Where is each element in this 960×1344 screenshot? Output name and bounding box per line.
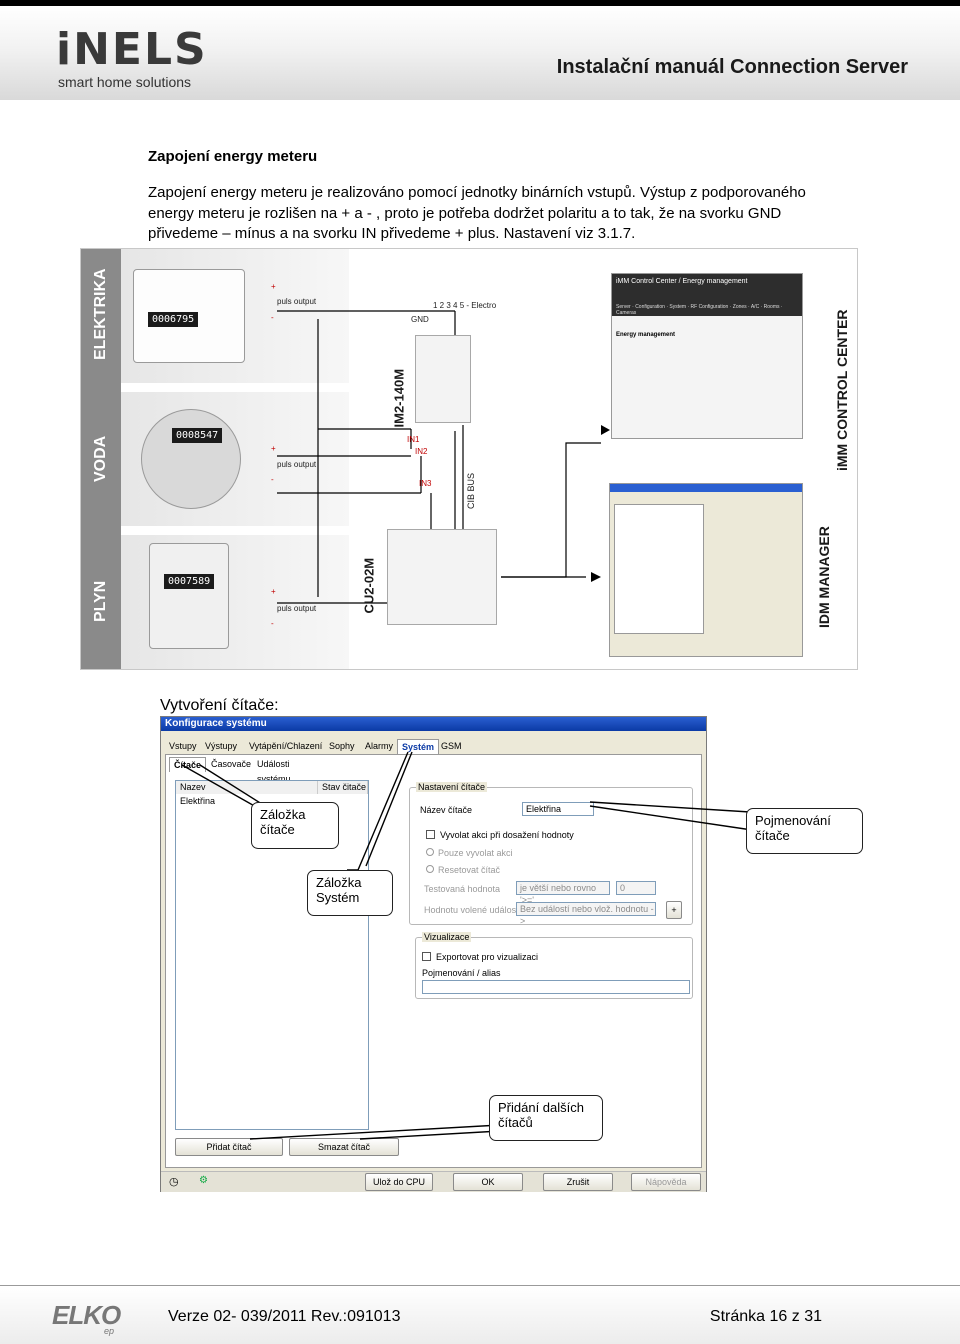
page-header: iNELS smart home solutions Instalační ma… bbox=[0, 0, 960, 100]
new-value-label: Hodnotu volené událost bbox=[424, 905, 519, 915]
im2-140m-module bbox=[415, 335, 471, 423]
action-checkbox[interactable] bbox=[426, 830, 435, 839]
wiring-diagram: ELEKTRIKA VODA PLYN 0006795 0008547 0007… bbox=[80, 248, 858, 670]
counter-name-input[interactable]: Elektřina bbox=[522, 802, 594, 816]
save-to-cpu-button[interactable]: Ulož do CPU bbox=[365, 1173, 433, 1191]
energy-management-heading: Energy management bbox=[616, 332, 676, 338]
water-meter: 0008547 bbox=[141, 409, 241, 509]
export-checkbox[interactable] bbox=[422, 952, 431, 961]
document-title: Instalační manuál Connection Server bbox=[556, 56, 908, 78]
delete-counter-button[interactable]: Smazat čítač bbox=[289, 1138, 399, 1156]
test-value-label: Testovaná hodnota bbox=[424, 884, 501, 894]
figure-caption: Vytvoření čítače: bbox=[160, 697, 279, 714]
tab-vystupy[interactable]: Výstupy bbox=[205, 741, 238, 751]
callout-tab-system: Záložka Systém bbox=[307, 870, 393, 916]
imm-screen-menu: Server · Configuration · System · RF Con… bbox=[616, 304, 783, 316]
key-icon[interactable]: ⚙ bbox=[199, 1175, 208, 1186]
alias-input[interactable] bbox=[422, 980, 690, 994]
tab-vytapeni[interactable]: Vytápění/Chlazení bbox=[249, 741, 323, 751]
visualization-group: Vizualizace Exportovat pro vizualizaci P… bbox=[415, 932, 693, 999]
system-config-dialog: Konfigurace systému Vstupy Výstupy Vytáp… bbox=[160, 716, 707, 1192]
minus-label-2: - bbox=[271, 475, 274, 484]
add-counter-button[interactable]: Přidat čítač bbox=[175, 1138, 283, 1156]
counter-settings-title: Nastavení čítače bbox=[416, 782, 488, 792]
minus-label-3: - bbox=[271, 619, 274, 628]
name-label: Název čítače bbox=[420, 805, 473, 815]
export-checkbox-label: Exportovat pro vizualizaci bbox=[436, 952, 539, 962]
category-sidebar bbox=[81, 249, 121, 669]
imm-screen-title: iMM Control Center / Energy management bbox=[616, 278, 748, 285]
terminal-label: 1 2 3 4 5 - Electro bbox=[433, 301, 497, 310]
logo-subtitle: smart home solutions bbox=[58, 74, 192, 90]
minus-label-1: - bbox=[271, 313, 274, 322]
callout-tab-counters: Záložka čítače bbox=[251, 802, 339, 849]
cu2-02m-module bbox=[387, 529, 497, 625]
radio-reset-label: Resetovat čítač bbox=[438, 865, 501, 875]
in2-label: IN2 bbox=[415, 447, 428, 456]
ok-button[interactable]: OK bbox=[453, 1173, 523, 1191]
in1-label: IN1 bbox=[407, 435, 420, 444]
section-paragraph: Zapojení energy meteru je realizováno po… bbox=[148, 184, 806, 242]
plus-label-1: + bbox=[271, 282, 276, 291]
visualization-title: Vizualizace bbox=[422, 932, 472, 942]
page-footer: ELKO ep Verze 02- 039/2011 Rev.:091013 S… bbox=[0, 1285, 960, 1344]
tab-alarmy[interactable]: Alarmy bbox=[365, 741, 394, 751]
test-condition-select[interactable]: je větší nebo rovno '>=' bbox=[516, 881, 610, 905]
plus-label-2: + bbox=[271, 444, 276, 453]
radio-only-action-label: Pouze vyvolat akci bbox=[438, 848, 513, 858]
event-select[interactable]: Bez událostí nebo vlož. hodnotu -> bbox=[516, 902, 656, 926]
elko-logo: ELKO bbox=[52, 1300, 121, 1330]
radio-reset[interactable] bbox=[426, 865, 434, 873]
imm-control-center-screen: iMM Control Center / Energy management S… bbox=[611, 273, 803, 439]
radio-only-action[interactable] bbox=[426, 848, 434, 856]
pulse-label-3: puls output bbox=[277, 604, 317, 613]
version-text: Verze 02- 039/2011 Rev.:091013 bbox=[168, 1308, 401, 1325]
list-header-stav[interactable]: Stav čitače bbox=[318, 781, 368, 794]
pulse-label-2: puls output bbox=[277, 460, 317, 469]
inels-logo: iNELS bbox=[56, 24, 208, 75]
tab-system[interactable]: Systém bbox=[397, 739, 440, 754]
water-meter-display: 0008547 bbox=[172, 428, 223, 443]
subtab-casovace[interactable]: Časovače bbox=[211, 759, 252, 769]
list-header-nazev[interactable]: Nazev bbox=[176, 781, 318, 794]
gas-meter: 0007589 bbox=[149, 543, 229, 649]
idm-screen-titlebar bbox=[610, 484, 802, 492]
clock-icon[interactable]: ◷ bbox=[169, 1176, 179, 1188]
tab-sophy[interactable]: Sophy bbox=[329, 741, 355, 751]
dialog-button-bar: ◷ ⚙ Ulož do CPU OK Zrušit Nápověda bbox=[161, 1171, 706, 1192]
alias-label: Pojmenování / alias bbox=[422, 968, 501, 978]
subtab-udalosti[interactable]: Události systému bbox=[257, 759, 291, 784]
callout-naming: Pojmenování čítače bbox=[746, 808, 863, 854]
plus-label-3: + bbox=[271, 587, 276, 596]
gnd-label: GND bbox=[411, 315, 429, 324]
in3-label: IN3 bbox=[419, 479, 432, 488]
help-button[interactable]: Nápověda bbox=[631, 1173, 701, 1191]
tab-gsm[interactable]: GSM bbox=[441, 741, 462, 751]
section-heading: Zapojení energy meteru bbox=[148, 148, 318, 165]
imm-screen-titlebar: iMM Control Center / Energy management S… bbox=[612, 274, 802, 316]
idm-manager-screen bbox=[609, 483, 803, 657]
electricity-meter: 0006795 bbox=[133, 269, 245, 363]
callout-add-more: Přidání dalších čítačů bbox=[489, 1095, 603, 1141]
gas-meter-display: 0007589 bbox=[164, 574, 215, 589]
list-row[interactable]: Elektřina bbox=[180, 796, 216, 806]
page-number: Stránka 16 z 31 bbox=[709, 1308, 822, 1325]
cancel-button[interactable]: Zrušit bbox=[543, 1173, 613, 1191]
counter-settings-group: Nastavení čítače Název čítače Elektřina … bbox=[409, 782, 693, 926]
electricity-meter-display: 0006795 bbox=[148, 312, 199, 327]
idm-screen-list bbox=[614, 504, 704, 634]
tab-vstupy[interactable]: Vstupy bbox=[169, 741, 197, 751]
action-checkbox-label: Vyvolat akci při dosažení hodnoty bbox=[440, 830, 574, 840]
test-value-input[interactable]: 0 bbox=[616, 881, 656, 895]
add-value-button[interactable]: + bbox=[666, 901, 682, 919]
pulse-label-1: puls output bbox=[277, 297, 317, 306]
dialog-title: Konfigurace systému bbox=[161, 717, 706, 731]
subtab-citace[interactable]: Čítače bbox=[169, 757, 207, 772]
elko-logo-sub: ep bbox=[104, 1326, 115, 1336]
